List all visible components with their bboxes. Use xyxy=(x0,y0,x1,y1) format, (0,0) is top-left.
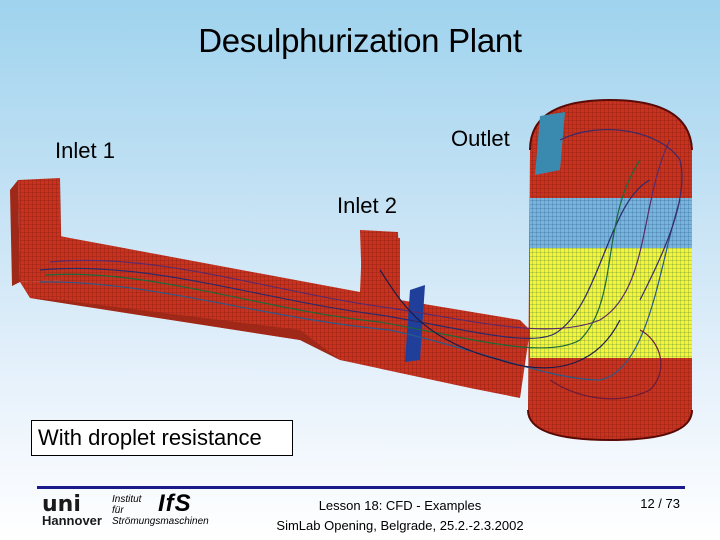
outlet-label: Outlet xyxy=(451,126,510,151)
main-duct xyxy=(20,236,530,398)
event-info: SimLab Opening, Belgrade, 25.2.-2.3.2002 xyxy=(276,518,524,533)
ifs-logo: IfS xyxy=(158,490,192,517)
institute-name: Institut für Strömungsmaschinen xyxy=(112,494,209,527)
footer-center: Lesson 18: CFD - Examples SimLab Opening… xyxy=(200,496,600,536)
institute-line: für xyxy=(112,505,124,516)
uni-hannover-logo: uni xyxy=(42,494,81,514)
inlet1-label: Inlet 1 xyxy=(55,138,115,163)
streamlines xyxy=(39,129,683,400)
footer-divider xyxy=(37,486,685,489)
uni-logo-text: uni xyxy=(42,494,81,514)
institute-line: Strömungsmaschinen xyxy=(112,516,209,527)
lesson-title: Lesson 18: CFD - Examples xyxy=(318,498,482,513)
inlet2-label: Inlet 2 xyxy=(337,193,397,218)
outlet-tower xyxy=(527,98,693,442)
droplet-resistance-note: With droplet resistance xyxy=(31,420,293,456)
hannover-text: Hannover xyxy=(42,513,102,528)
institute-line: Institut xyxy=(112,494,142,505)
slide-title: Desulphurization Plant xyxy=(198,22,522,59)
page-number: 12 / 73 xyxy=(640,496,680,511)
inlet2-duct xyxy=(360,230,425,362)
inlet1-duct xyxy=(10,178,62,286)
